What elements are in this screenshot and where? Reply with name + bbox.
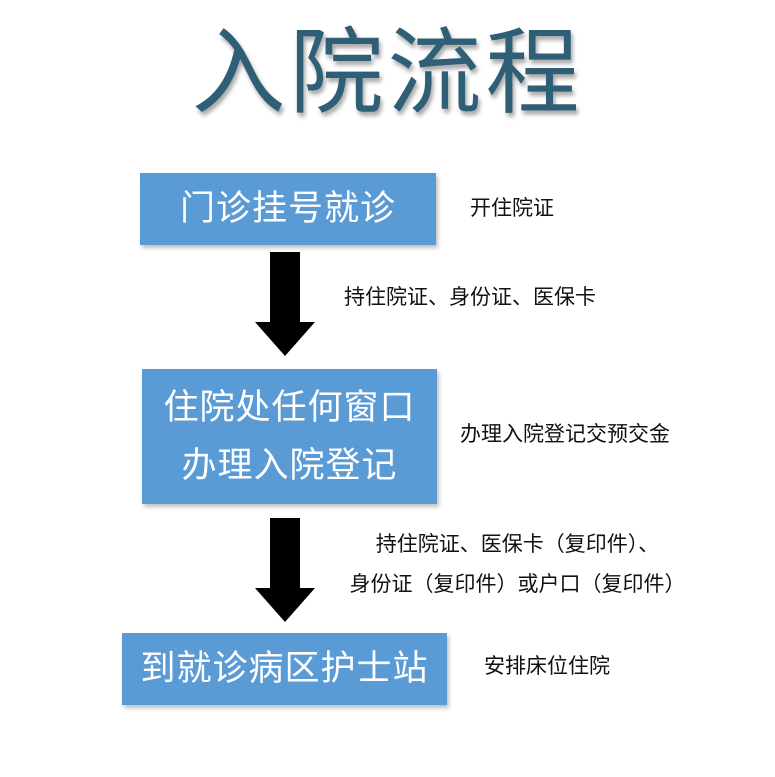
page-title: 入院流程 [191,19,584,128]
note-line: 身份证（复印件）或户口（复印件） [349,572,686,596]
note-arrange-bed: 安排床位住院 [484,654,610,678]
step-label: 到就诊病区护士站 [140,649,429,689]
down-arrow-icon [255,252,315,356]
note-required-documents-2: 持住院证、医保卡（复印件）、 身份证（复印件）或户口（复印件） [330,524,705,604]
step-label: 门诊挂号就诊 [179,189,396,229]
step-label: 住院处任何窗口 [163,387,416,428]
note-issue-admission-certificate: 开住院证 [470,196,554,220]
step-label: 办理入院登记 [181,445,398,486]
note-required-documents-1: 持住院证、身份证、医保卡 [344,285,596,309]
note-register-and-pay-deposit: 办理入院登记交预交金 [460,422,670,446]
step-outpatient-registration: 门诊挂号就诊 [140,173,436,245]
down-arrow-icon [255,518,315,622]
step-admission-office: 住院处任何窗口 办理入院登记 [142,369,437,504]
note-line: 持住院证、医保卡（复印件）、 [375,532,660,556]
step-ward-nurse-station: 到就诊病区护士站 [122,633,447,705]
